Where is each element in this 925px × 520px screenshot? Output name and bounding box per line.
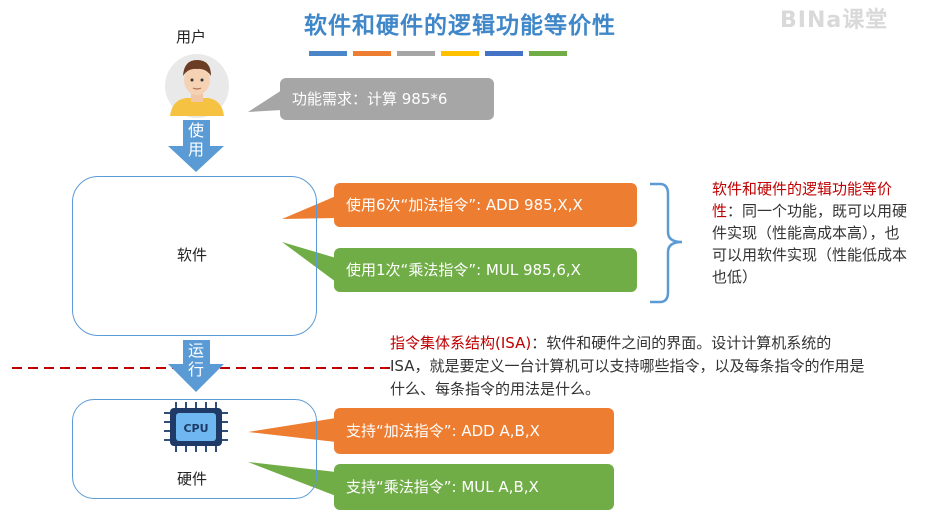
equivalence-body: ：同一个功能，既可以用硬件实现（性能高成本高），也可以用软件实现（性能低成本也低… [712, 202, 908, 286]
use-arrow-char-1: 使 [187, 121, 204, 140]
right-brace [650, 182, 683, 304]
equivalence-note: 软件和硬件的逻辑功能等价性：同一个功能，既可以用硬件实现（性能高成本高），也可以… [712, 178, 912, 288]
isa-body: ：软件和硬件之间的界面。设计计算机系统的ISA，就是要定义一台计算机可以支持哪些… [390, 334, 865, 398]
equivalence-term: 软件和硬件的逻辑功能等价性 [712, 180, 893, 220]
title-bar-segment [529, 51, 567, 56]
user-avatar-icon [165, 54, 229, 118]
hardware-box [72, 399, 317, 499]
use-arrow-label: 使 用 [184, 121, 208, 159]
requirement-bubble: 功能需求：计算 985*6 [280, 78, 494, 120]
isa-term: 指令集体系结构(ISA) [390, 334, 532, 352]
mul-usage-bubble-tail [282, 242, 336, 282]
title-bar-segment [485, 51, 523, 56]
cpu-chip-icon: CPU [164, 402, 228, 452]
title-bar-segment [353, 51, 391, 56]
page-title: 软件和硬件的逻辑功能等价性 [304, 13, 616, 39]
isa-note: 指令集体系结构(ISA)：软件和硬件之间的界面。设计计算机系统的ISA，就是要定… [390, 332, 870, 401]
run-arrow-char-2: 行 [187, 360, 204, 379]
title-bar-segment [441, 51, 479, 56]
run-arrow-label: 运 行 [184, 341, 208, 379]
cpu-icon-label: CPU [183, 422, 208, 435]
watermark-logo: BINa课堂 [780, 8, 889, 33]
user-label: 用户 [176, 28, 207, 46]
run-arrow-char-1: 运 [187, 341, 204, 360]
mul-support-bubble: 支持“乘法指令”: MUL A,B,X [334, 464, 614, 510]
use-arrow-icon [168, 120, 224, 172]
software-label: 软件 [177, 246, 208, 264]
hardware-label: 硬件 [177, 470, 208, 488]
title-underline-bars [309, 51, 567, 56]
software-box [72, 176, 317, 336]
run-arrow-icon [168, 340, 224, 392]
request-bubble-tail [248, 90, 282, 112]
add-support-bubble-tail [248, 418, 336, 442]
add-support-bubble: 支持“加法指令”: ADD A,B,X [334, 408, 614, 454]
title-bar-segment [309, 51, 347, 56]
use-arrow-char-2: 用 [187, 140, 204, 159]
mul-usage-bubble: 使用1次“乘法指令”: MUL 985,6,X [334, 248, 637, 292]
add-usage-bubble: 使用6次“加法指令”: ADD 985,X,X [334, 183, 637, 227]
title-bar-segment [397, 51, 435, 56]
add-usage-bubble-tail [282, 196, 336, 219]
